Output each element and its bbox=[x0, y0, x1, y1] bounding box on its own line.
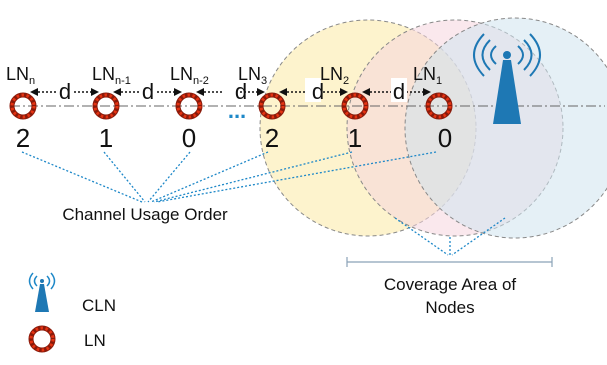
ln-node-icon bbox=[258, 92, 286, 120]
distance-arrow-5 bbox=[362, 88, 431, 96]
channel-usage-caption: Channel Usage Order bbox=[62, 205, 228, 224]
distance-labels: d d d d d bbox=[59, 79, 405, 104]
node-label: LNn bbox=[6, 64, 35, 87]
ln-node-icon bbox=[341, 92, 369, 120]
legend: CLN LN bbox=[28, 272, 116, 353]
ln-node-icon bbox=[9, 92, 37, 120]
channel-usage-links bbox=[21, 151, 437, 203]
node-labels: LNn LNn-1 LNn-2 LN3 LN2 LN1 bbox=[6, 64, 442, 87]
node-label: LN2 bbox=[320, 64, 349, 87]
channel-order-numbers: 2 1 0 2 1 0 bbox=[16, 123, 452, 153]
distance-arrows bbox=[30, 88, 431, 96]
cln-tower-icon bbox=[473, 33, 541, 124]
ellipsis: ... bbox=[228, 98, 246, 123]
coverage-caption-line1: Coverage Area of bbox=[384, 275, 517, 294]
distance-label: d bbox=[59, 79, 71, 104]
ln-nodes bbox=[9, 92, 453, 120]
coverage-circle-cln bbox=[404, 17, 607, 239]
legend-ring-node-icon bbox=[28, 325, 56, 353]
distance-arrow-2 bbox=[113, 88, 182, 96]
node-label: LN1 bbox=[413, 64, 442, 87]
node-label: LN3 bbox=[238, 64, 267, 87]
coverage-links bbox=[394, 217, 506, 256]
channel-order: 2 bbox=[265, 123, 279, 153]
node-label: LNn-1 bbox=[92, 64, 131, 87]
legend-label-cln: CLN bbox=[82, 296, 116, 315]
legend-label-ln: LN bbox=[84, 331, 106, 350]
channel-order: 1 bbox=[348, 123, 362, 153]
channel-order: 0 bbox=[182, 123, 196, 153]
ln-node-icon bbox=[92, 92, 120, 120]
distance-arrow-4 bbox=[279, 88, 348, 96]
channel-order: 0 bbox=[438, 123, 452, 153]
legend-tower-icon bbox=[28, 272, 56, 312]
ln-node-icon bbox=[425, 92, 453, 120]
distance-arrow-1 bbox=[30, 88, 99, 96]
coverage-caption-line2: Nodes bbox=[425, 298, 474, 317]
distance-label: d bbox=[235, 79, 247, 104]
channel-order: 1 bbox=[99, 123, 113, 153]
channel-order: 2 bbox=[16, 123, 30, 153]
distance-label-backgrounds bbox=[56, 78, 407, 102]
node-label: LNn-2 bbox=[170, 64, 209, 87]
coverage-areas bbox=[259, 17, 607, 239]
distance-arrow-3 bbox=[196, 88, 265, 96]
distance-label: d bbox=[393, 79, 405, 104]
ln-node-icon bbox=[175, 92, 203, 120]
distance-label: d bbox=[312, 79, 324, 104]
coverage-bracket bbox=[346, 257, 553, 267]
distance-label: d bbox=[142, 79, 154, 104]
